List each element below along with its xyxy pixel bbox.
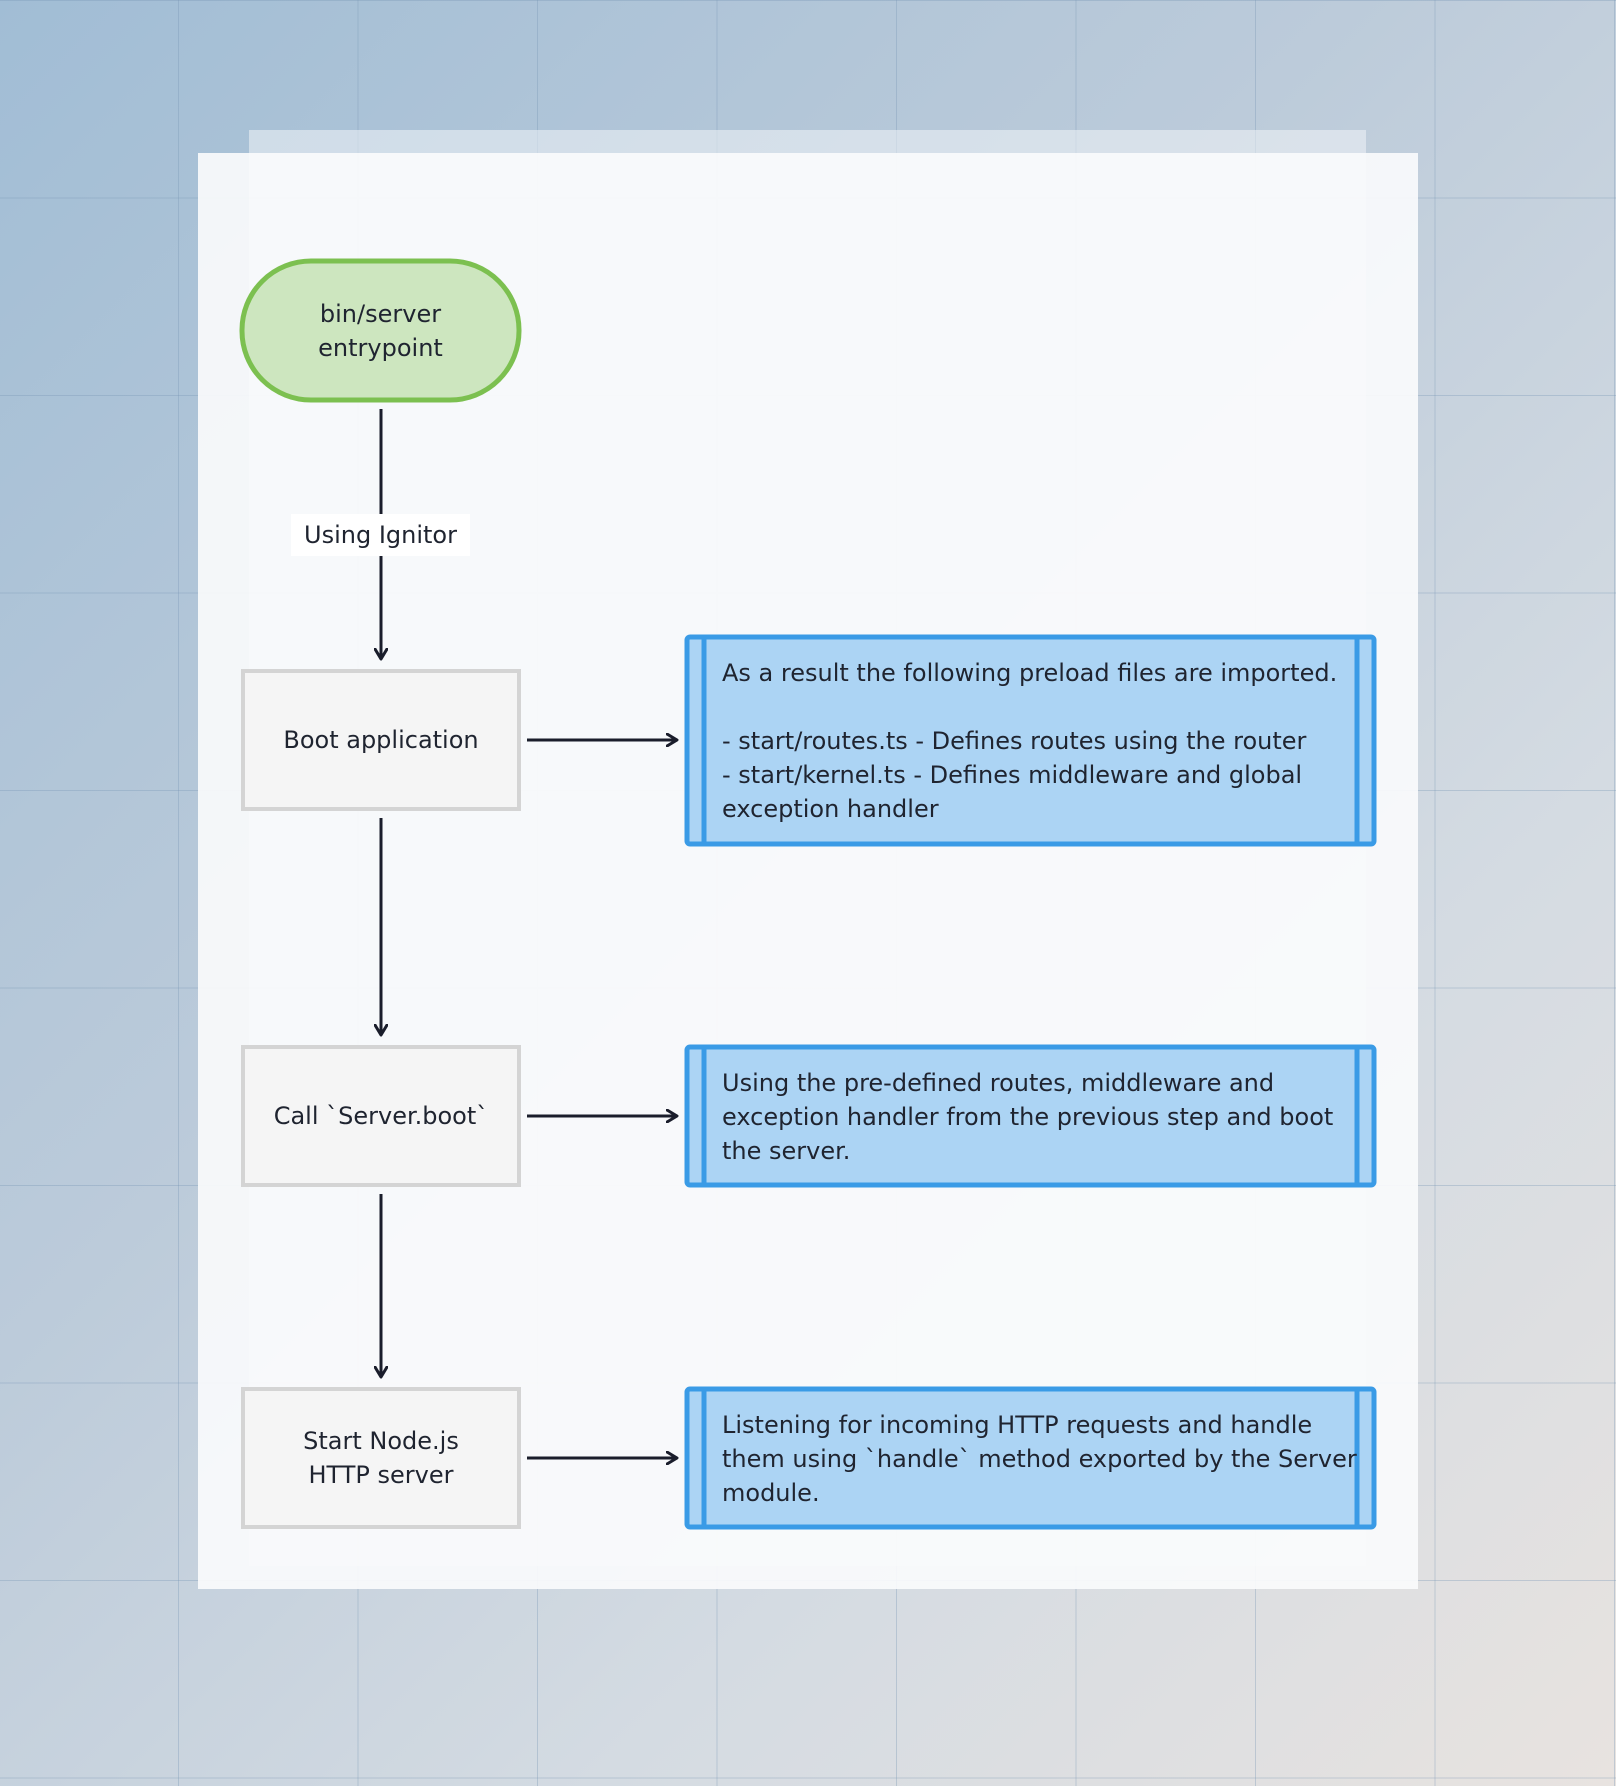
note-text-http-server: Listening for incoming HTTP requests and… <box>722 1411 1357 1507</box>
note-box-preload-shape[interactable] <box>684 634 1377 847</box>
start-node-shape[interactable] <box>239 258 522 403</box>
process-node-start-http-server-label: Start Node.js HTTP server <box>303 1427 459 1489</box>
process-node-server-boot-shape[interactable] <box>241 1045 521 1187</box>
process-node-start-http-server-shape[interactable] <box>241 1387 521 1529</box>
note-text-preload: As a result the following preload files … <box>722 659 1338 823</box>
note-text-server-boot: Using the pre-defined routes, middleware… <box>722 1069 1334 1165</box>
process-node-boot-application-shape[interactable] <box>241 669 521 811</box>
start-node-label: bin/server entrypoint <box>318 299 443 362</box>
note-box-http-server-shape[interactable] <box>684 1386 1377 1530</box>
note-box-server-boot-shape[interactable] <box>684 1044 1377 1188</box>
edge-label-using-ignitor: Using Ignitor <box>291 514 470 556</box>
process-node-server-boot-label: Call `Server.boot` <box>273 1102 489 1130</box>
process-node-boot-application-label: Boot application <box>283 726 479 754</box>
